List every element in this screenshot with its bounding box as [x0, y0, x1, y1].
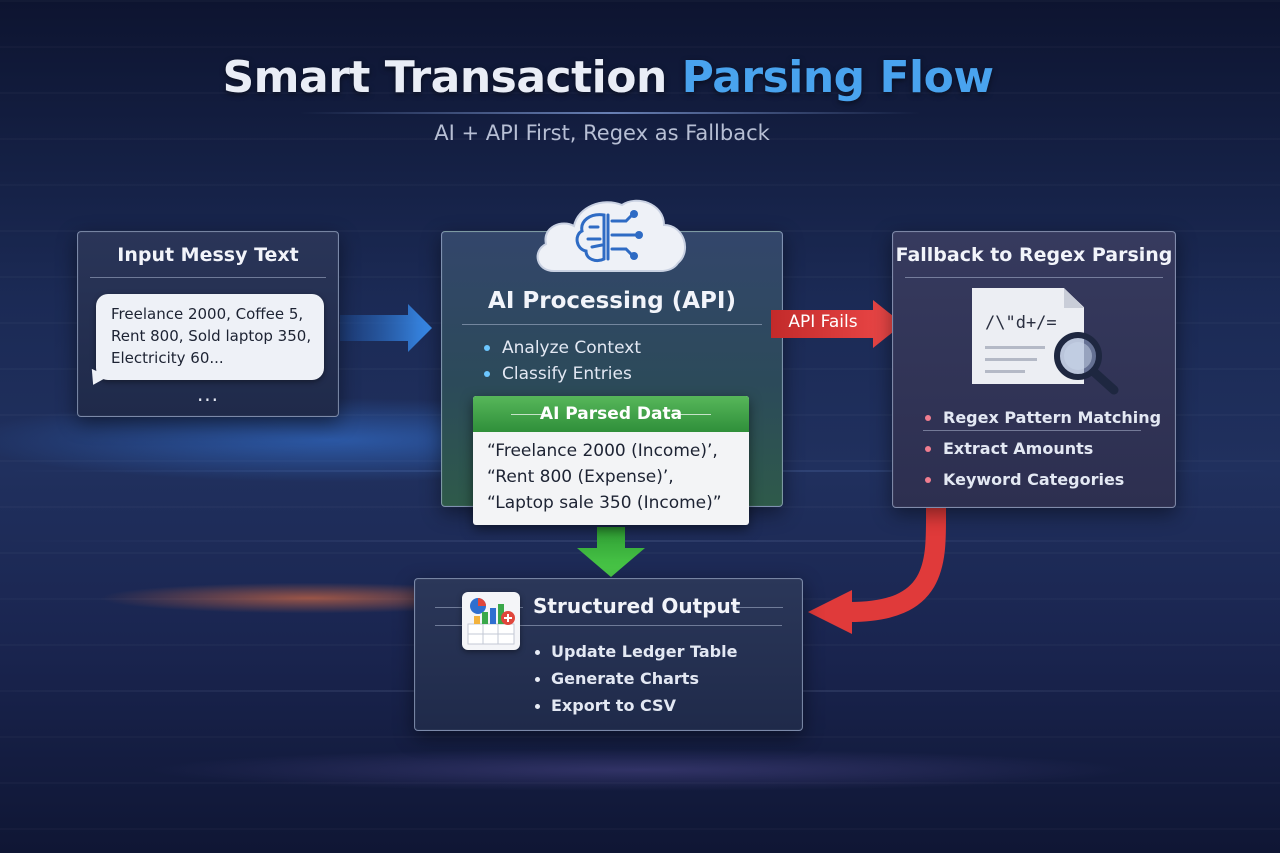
list-item: Generate Charts [533, 665, 737, 692]
regex-to-output-arrow [849, 507, 947, 622]
more-indicator: ... [196, 382, 220, 406]
magnifier-icon [1054, 332, 1119, 395]
bullet-icon [925, 476, 931, 483]
spreadsheet-icon [462, 592, 520, 650]
page-subtitle: AI + API First, Regex as Fallback [434, 121, 770, 145]
list-item: Analyze Context [482, 335, 641, 361]
light-streak [0, 540, 1280, 542]
list-item: Keyword Categories [923, 464, 1161, 495]
document-line [985, 358, 1037, 361]
output-steps-list: Update Ledger Table Generate Charts Expo… [533, 638, 737, 719]
divider [511, 414, 551, 415]
divider [462, 324, 762, 325]
input-messy-text-panel: Input Messy Text Freelance 2000, Coffee … [77, 231, 339, 417]
bullet-icon [535, 649, 540, 655]
api-fails-arrow [771, 300, 903, 348]
divider [90, 277, 326, 278]
input-panel-title: Input Messy Text [117, 244, 299, 266]
list-item: Extract Amounts [923, 433, 1161, 464]
list-item-label: Update Ledger Table [551, 642, 738, 661]
list-item-label: Export to CSV [551, 696, 676, 715]
document-line [985, 370, 1025, 373]
title-divider [300, 112, 920, 114]
divider [671, 414, 711, 415]
list-item-label: Extract Amounts [943, 439, 1094, 458]
parsed-data-title: AI Parsed Data [539, 404, 683, 424]
bullet-icon [925, 414, 931, 421]
message-line: Freelance 2000, Coffee 5, [111, 305, 304, 323]
parsed-data-list: “Freelance 2000 (Income)’, “Rent 800 (Ex… [473, 432, 749, 516]
list-item: Regex Pattern Matching [923, 402, 1161, 433]
message-line: Electricity 60... [111, 349, 224, 367]
list-item-label: Classify Entries [502, 364, 632, 384]
bullet-icon [535, 703, 540, 709]
regex-panel-title: Fallback to Regex Parsing [895, 244, 1173, 266]
list-item: Export to CSV [533, 692, 737, 719]
regex-to-output-arrowhead [808, 590, 852, 634]
ai-parsed-data-card: AI Parsed Data “Freelance 2000 (Income)’… [473, 396, 749, 525]
ai-to-output-arrow [577, 527, 645, 577]
bullet-icon [535, 676, 540, 682]
list-item: Classify Entries [482, 361, 641, 387]
parsed-line: “Laptop sale 350 (Income)” [487, 493, 722, 513]
api-fails-label: API Fails [788, 312, 858, 332]
parsed-line: “Freelance 2000 (Income)’, [487, 441, 718, 461]
parsed-data-header: AI Parsed Data [473, 396, 749, 432]
message-bubble: Freelance 2000, Coffee 5, Rent 800, Sold… [96, 294, 324, 380]
message-line: Rent 800, Sold laptop 350, [111, 327, 312, 345]
title-main: Smart Transaction [222, 52, 667, 103]
regex-steps-list: Regex Pattern Matching Extract Amounts K… [923, 402, 1161, 495]
list-item-label: Regex Pattern Matching [943, 408, 1162, 427]
divider [923, 430, 1141, 431]
bullet-icon [925, 445, 931, 452]
title-accent: Parsing Flow [681, 52, 994, 103]
cloud-brain-icon [532, 195, 690, 275]
output-panel-title: Structured Output [533, 594, 741, 618]
divider [435, 625, 782, 626]
bullet-icon [484, 345, 490, 351]
parsed-line: “Rent 800 (Expense)’, [487, 467, 674, 487]
document-line [985, 346, 1045, 349]
list-item-label: Keyword Categories [943, 470, 1125, 489]
list-item-label: Analyze Context [502, 338, 641, 358]
divider [905, 277, 1163, 278]
divider [733, 607, 783, 608]
list-item-label: Generate Charts [551, 669, 699, 688]
page-title: Smart Transaction Parsing Flow [0, 52, 1216, 103]
list-item: Update Ledger Table [533, 638, 737, 665]
bullet-icon [484, 371, 490, 377]
regex-sample-text: /\"d+/= [985, 313, 1057, 333]
input-to-ai-arrow [340, 304, 432, 352]
ai-steps-list: Analyze Context Classify Entries [482, 335, 641, 387]
ai-panel-title: AI Processing (API) [488, 288, 736, 314]
